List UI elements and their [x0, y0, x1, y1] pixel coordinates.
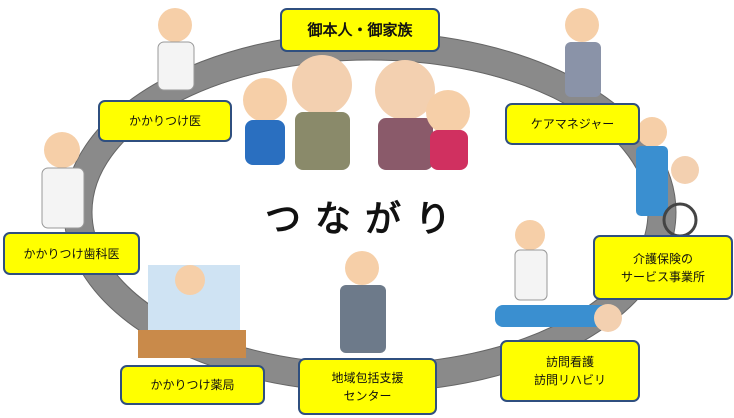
- node-doctor: かかりつけ医: [98, 100, 232, 142]
- node-home-visit: 訪問看護訪問リハビリ: [500, 340, 640, 402]
- node-dentist: かかりつけ歯科医: [3, 232, 140, 275]
- care-service-illustration: [636, 117, 699, 238]
- pharmacy-illustration: [138, 265, 246, 358]
- node-family-label: 御本人・御家族: [307, 20, 413, 39]
- node-home-visit-line2: 訪問リハビリ: [533, 373, 606, 387]
- node-support-center-line2: センター: [343, 388, 392, 403]
- node-pharmacy-label: かかりつけ薬局: [150, 378, 235, 392]
- care-manager-illustration: [565, 8, 601, 97]
- node-care-service-line1: 介護保険の: [632, 251, 693, 266]
- family-illustration: [243, 55, 470, 170]
- center-label: つながり: [264, 199, 465, 240]
- dentist-illustration: [41, 132, 85, 229]
- node-care-manager-label: ケアマネジャー: [530, 117, 615, 131]
- node-support-center: 地域包括支援センター: [298, 358, 437, 415]
- node-doctor-label: かかりつけ医: [128, 114, 202, 128]
- support-center-illustration: [340, 251, 386, 353]
- node-family: 御本人・御家族: [280, 8, 440, 52]
- home-visit-illustration: [495, 220, 622, 332]
- node-dentist-label: かかりつけ歯科医: [23, 246, 120, 261]
- node-care-manager: ケアマネジャー: [505, 103, 640, 145]
- node-support-center-line1: 地域包括支援: [331, 370, 404, 385]
- node-home-visit-line1: 訪問看護: [545, 355, 594, 369]
- node-care-service-line2: サービス事業所: [620, 269, 705, 284]
- node-care-service: 介護保険のサービス事業所: [593, 235, 733, 300]
- node-pharmacy: かかりつけ薬局: [120, 365, 265, 405]
- doctor-illustration: [157, 8, 195, 91]
